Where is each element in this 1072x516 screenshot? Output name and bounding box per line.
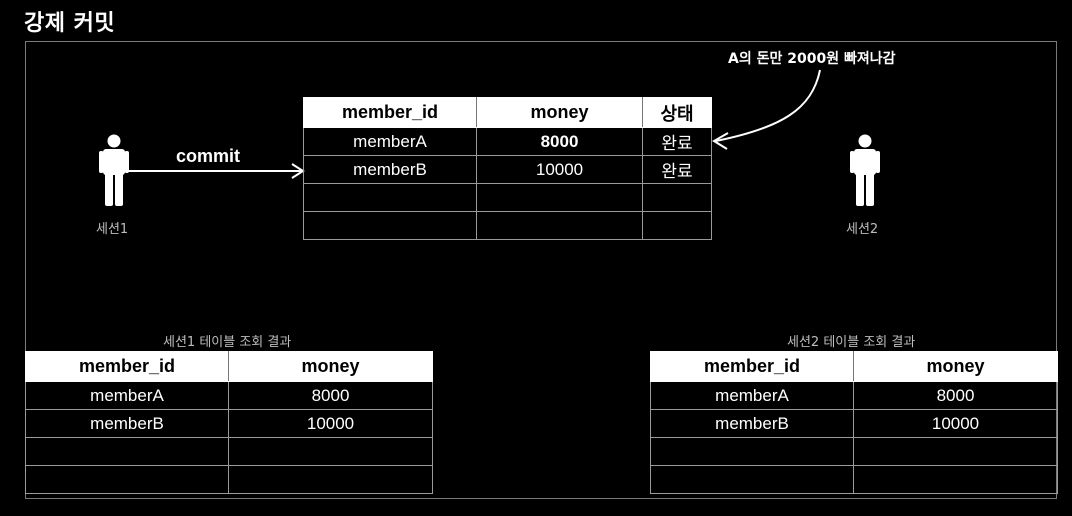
- table-row: [25, 465, 433, 494]
- cell-money: [853, 465, 1058, 494]
- cell-member-id: [650, 465, 854, 494]
- table-row: memberB 10000 완료: [303, 155, 712, 184]
- table-row: [650, 465, 1058, 494]
- table-row: memberA 8000: [25, 381, 433, 410]
- cell-money: [228, 437, 433, 466]
- table-row: memberA 8000: [650, 381, 1058, 410]
- table-header-row: member_id money 상태: [303, 97, 712, 128]
- cell-member-id: memberA: [303, 127, 477, 156]
- cell-member-id: memberB: [650, 409, 854, 438]
- cell-member-id: memberA: [650, 381, 854, 410]
- annotation-note: A의 돈만 2000원 빠져나감: [728, 51, 896, 67]
- cell-money: 10000: [853, 409, 1058, 438]
- cell-member-id: memberB: [303, 155, 477, 184]
- cell-member-id: memberA: [25, 381, 229, 410]
- session2-result-caption: 세션2 테이블 조회 결과: [787, 335, 916, 350]
- commit-label: commit: [176, 146, 241, 166]
- cell-member-id: [25, 465, 229, 494]
- header-member-id: member_id: [303, 97, 477, 128]
- session1-result-table: member_id money memberA 8000 memberB 100…: [25, 351, 433, 494]
- cell-member-id: [650, 437, 854, 466]
- table-row: memberB 10000: [650, 409, 1058, 438]
- session2-label: 세션2: [846, 222, 879, 237]
- session1-person-icon: [99, 134, 129, 206]
- session1-label: 세션1: [96, 222, 129, 237]
- header-money: money: [853, 351, 1058, 382]
- table-row: memberA 8000 완료: [303, 127, 712, 156]
- cell-money: [853, 437, 1058, 466]
- cell-member-id: [25, 437, 229, 466]
- table-row: [25, 437, 433, 466]
- cell-money: 10000: [228, 409, 433, 438]
- table-row: memberB 10000: [25, 409, 433, 438]
- cell-money: 10000: [476, 155, 643, 184]
- diagram-frame: [25, 41, 1057, 499]
- cell-status: [642, 183, 712, 212]
- header-member-id: member_id: [650, 351, 854, 382]
- annotation-arrow-icon: [712, 69, 821, 150]
- cell-money: 8000: [853, 381, 1058, 410]
- cell-member-id: [303, 211, 477, 240]
- header-member-id: member_id: [25, 351, 229, 382]
- cell-member-id: memberB: [25, 409, 229, 438]
- session2-result-table: member_id money memberA 8000 memberB 100…: [650, 351, 1058, 494]
- cell-money: 8000: [228, 381, 433, 410]
- header-status: 상태: [642, 97, 712, 128]
- table-row: [303, 211, 712, 240]
- cell-status: 완료: [642, 155, 712, 184]
- cell-money: [476, 211, 643, 240]
- header-money: money: [228, 351, 433, 382]
- cell-member-id: [303, 183, 477, 212]
- commit-arrow-icon: [128, 163, 305, 179]
- cell-money: 8000: [476, 127, 643, 156]
- table-header-row: member_id money: [650, 351, 1058, 382]
- session1-result-caption: 세션1 테이블 조회 결과: [163, 335, 292, 350]
- table-header-row: member_id money: [25, 351, 433, 382]
- cell-status: [642, 211, 712, 240]
- page-title: 강제 커밋: [24, 11, 116, 36]
- table-row: [303, 183, 712, 212]
- session2-person-icon: [850, 134, 880, 206]
- db-table: member_id money 상태 memberA 8000 완료 membe…: [303, 97, 712, 240]
- header-money: money: [476, 97, 643, 128]
- table-row: [650, 437, 1058, 466]
- cell-money: [476, 183, 643, 212]
- cell-money: [228, 465, 433, 494]
- cell-status: 완료: [642, 127, 712, 156]
